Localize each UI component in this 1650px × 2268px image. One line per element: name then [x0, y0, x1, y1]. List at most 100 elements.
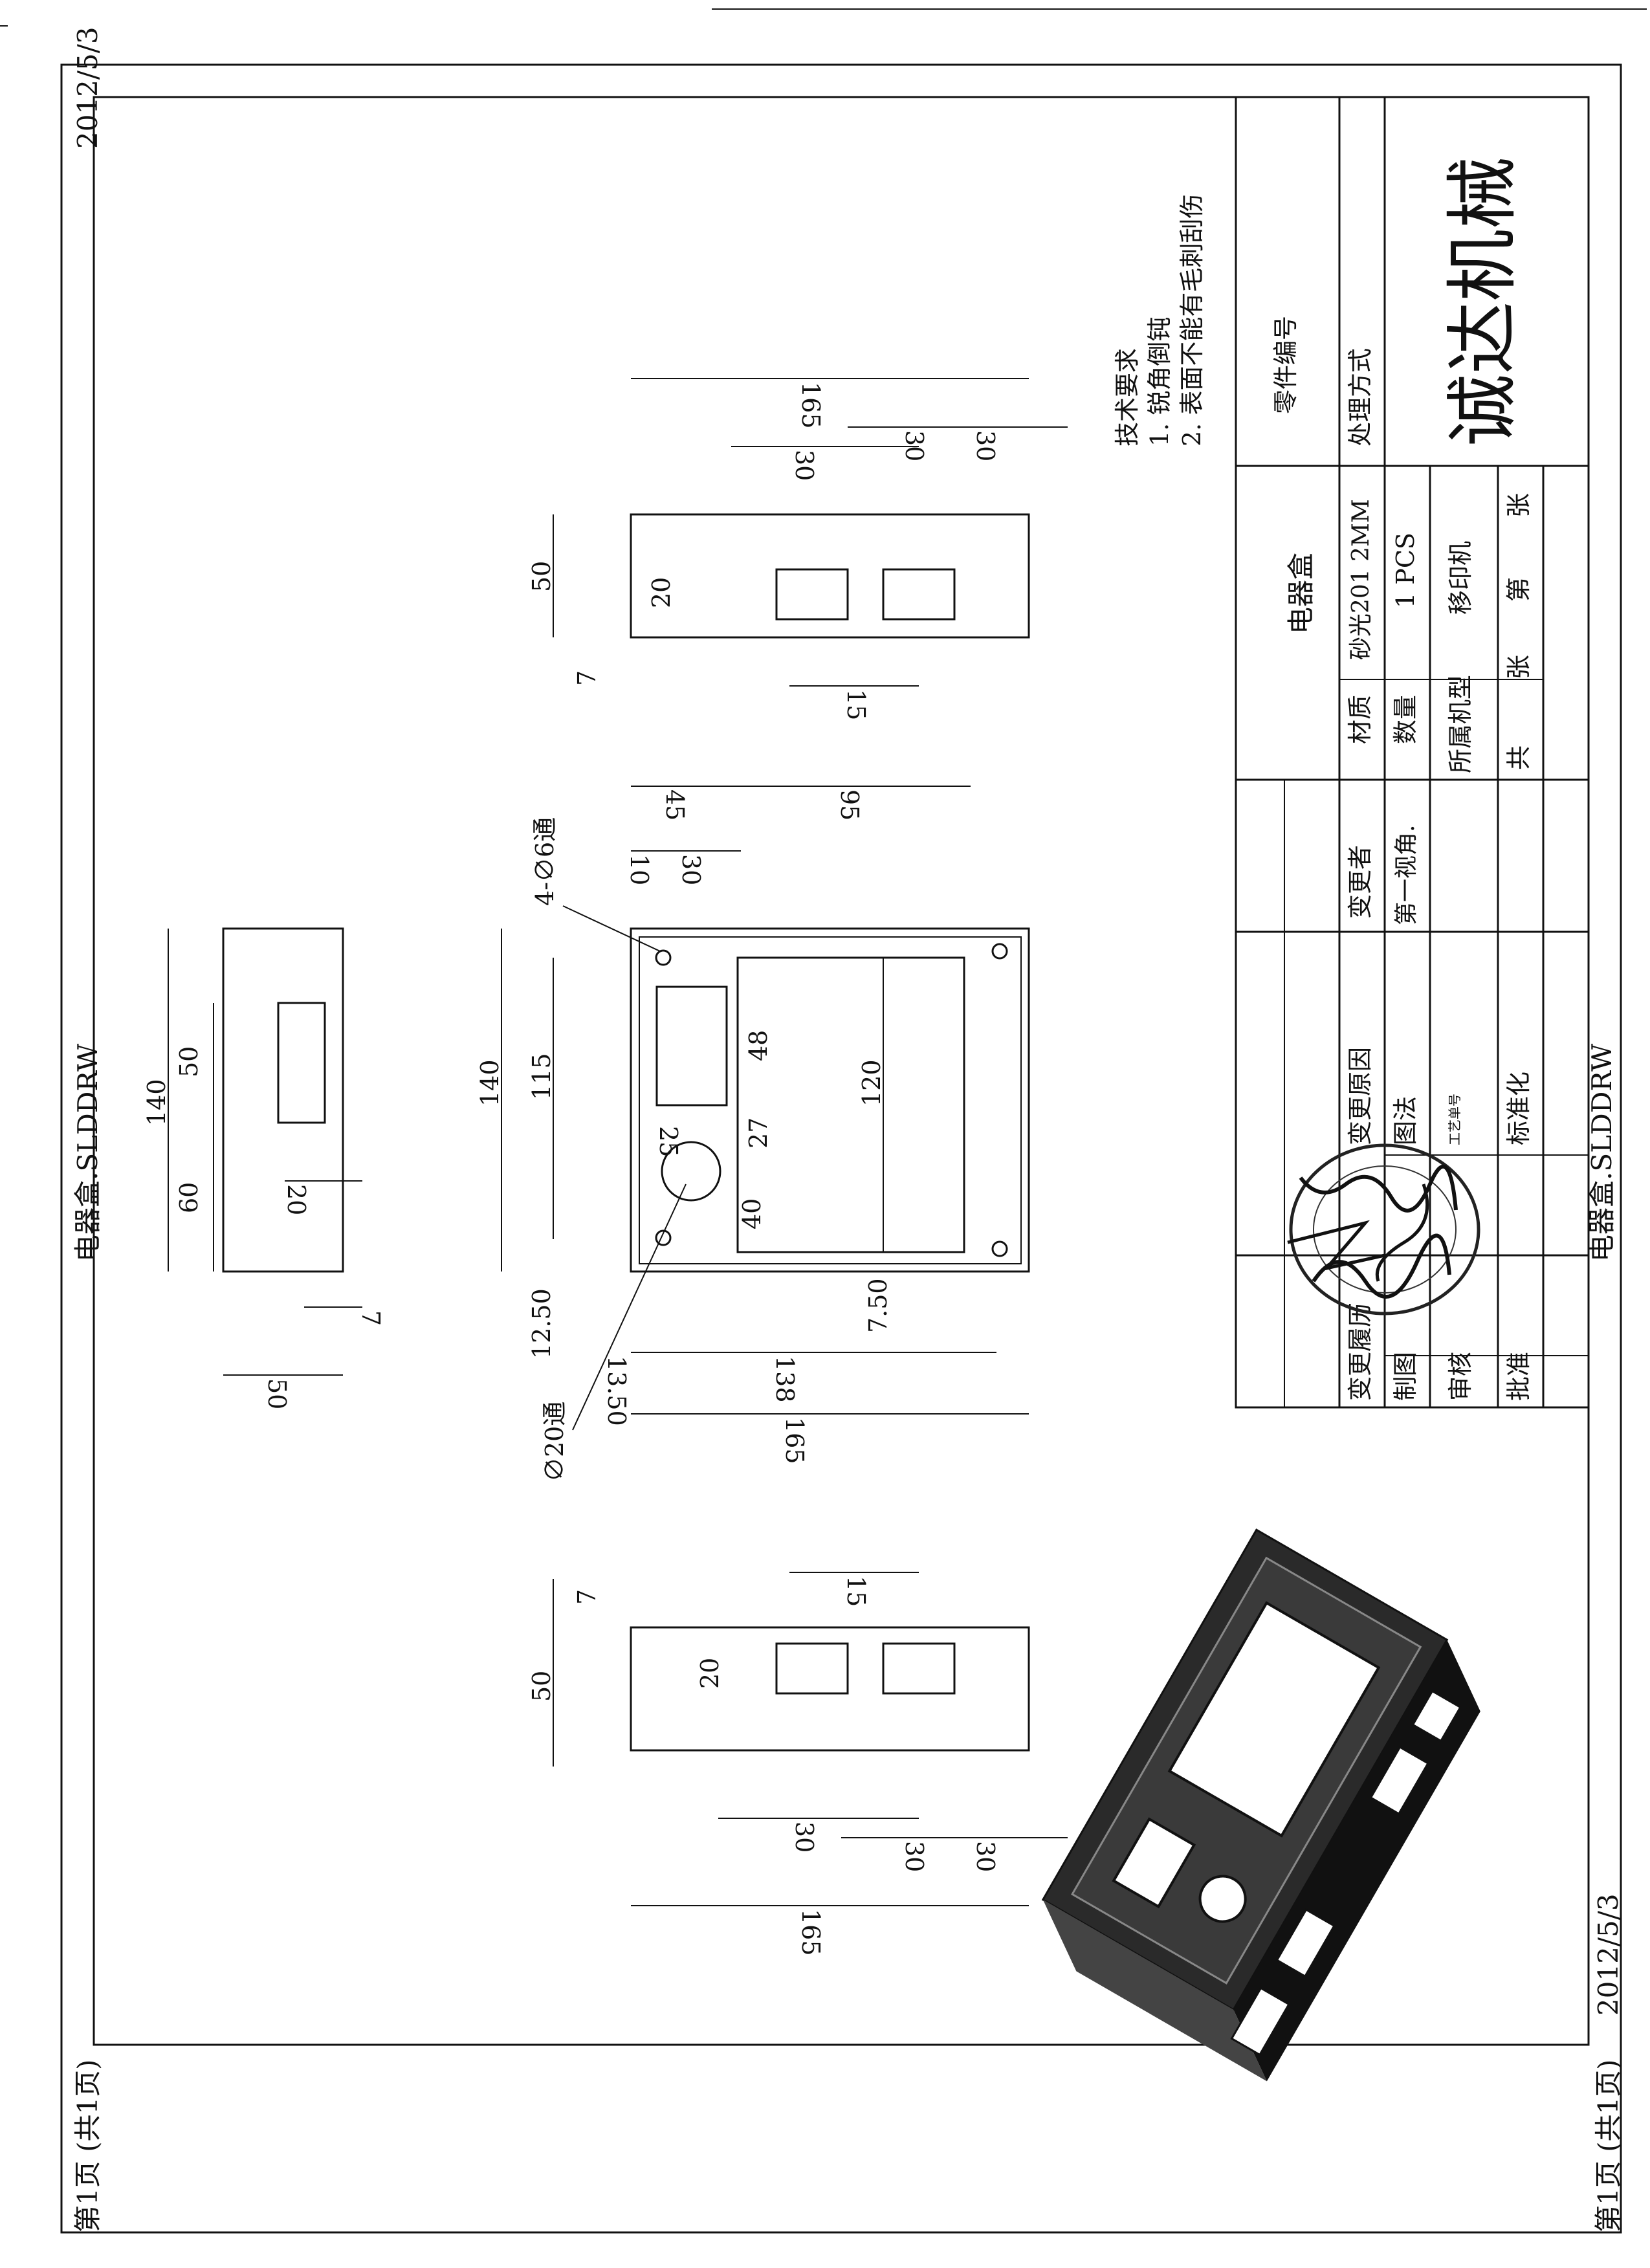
- dim-50: 50: [175, 1046, 203, 1077]
- callout-big-hole: ∅20通: [540, 1402, 569, 1482]
- dim-bottom-50: 50: [527, 1671, 556, 1702]
- callout-holes: 4-∅6通: [531, 817, 559, 906]
- dim-front-25: 25: [654, 1126, 683, 1157]
- dim-front-120: 120: [857, 1059, 886, 1106]
- front-view: 140 115 120 48 27 40 25 12.50 13.50 7.50…: [476, 786, 1030, 1482]
- dim-bottom-30b: 30: [900, 1841, 929, 1872]
- part-name: 电器盒: [1285, 553, 1317, 634]
- dim-right-30a: 30: [790, 450, 819, 481]
- dim-front-165: 165: [780, 1417, 809, 1464]
- tech-req-title: 技术要求: [1113, 348, 1141, 446]
- tech-requirements: 技术要求 1. 锐角倒钝 2. 表面不能有毛刺刮伤: [1113, 194, 1206, 446]
- dim-front-140: 140: [476, 1059, 504, 1106]
- dim-front-48: 48: [744, 1030, 773, 1061]
- sheet-no: 第: [1504, 577, 1533, 602]
- dim-right-165: 165: [797, 382, 825, 429]
- drawn: 制图: [1391, 1352, 1420, 1401]
- dim-20: 20: [282, 1184, 311, 1215]
- page-label-bottom: 第1页 (共1页): [1592, 2059, 1624, 2232]
- dim-right-7: 7: [573, 670, 601, 686]
- left-view-cutout: [277, 1002, 326, 1124]
- dim-right-20: 20: [647, 577, 676, 608]
- dim-right-50: 50: [527, 561, 556, 592]
- file-name-bottom: 电器盒.SLDDRW: [1586, 1043, 1618, 1262]
- dim-bottom-30a: 30: [790, 1822, 819, 1853]
- big-hole: [661, 1141, 721, 1202]
- dim-right-15: 15: [842, 689, 870, 720]
- title-block: 电器盒 零件编号 材质 砂光201 2MM 处理方式 数量 1 PCS 所属机型…: [1235, 96, 1590, 1409]
- front-view-outline: [630, 927, 1030, 1273]
- dim-front-27: 27: [744, 1117, 773, 1149]
- dim-right-30b: 30: [900, 430, 929, 461]
- change-history: 变更履历: [1346, 1303, 1374, 1401]
- date-bottom-right: 2012/5/3: [1592, 1893, 1624, 2016]
- title-block-frame: [1235, 96, 1590, 1409]
- dim-front-45: 45: [661, 789, 689, 820]
- sheet-total: 共: [1504, 745, 1533, 770]
- approved: 批准: [1504, 1352, 1533, 1401]
- file-name-top: 电器盒.SLDDRW: [72, 1043, 104, 1262]
- qty-value: 1 PCS: [1391, 533, 1420, 608]
- dim-bottom-165: 165: [797, 1909, 825, 1956]
- dim-front-40: 40: [738, 1198, 766, 1229]
- company-name: 诚达机械: [1441, 157, 1525, 446]
- right-side-view: 165 30 30 30 50 20 7 15: [527, 378, 1068, 720]
- dim-front-95: 95: [835, 789, 864, 820]
- dim-right-30c: 30: [971, 430, 1000, 461]
- dim-front-30: 30: [677, 854, 705, 885]
- left-view-outline: [222, 927, 344, 1273]
- model-label: 所属机型: [1446, 675, 1475, 773]
- front-view-inner-outline: [639, 936, 1022, 1264]
- dim-front-7-50: 7.50: [864, 1278, 892, 1333]
- dim-front-115: 115: [527, 1053, 556, 1100]
- dim-front-13-50: 13.50: [602, 1356, 631, 1426]
- dim-bottom-30c: 30: [971, 1841, 1000, 1872]
- material-value: 砂光201 2MM: [1348, 499, 1374, 660]
- outer-border: [60, 63, 1622, 2234]
- dim-bottom-7: 7: [573, 1589, 601, 1605]
- sheet-unit-1: 张: [1504, 655, 1533, 679]
- model-value: 移印机: [1446, 541, 1475, 615]
- dim-50-bottom: 50: [263, 1378, 291, 1409]
- bottom-side-view: 50 7 20 15 30 30 30 165: [527, 1572, 1068, 1956]
- date-top-left: 2012/5/3: [72, 27, 104, 149]
- material-label: 材质: [1346, 695, 1374, 744]
- dim-140: 140: [142, 1079, 171, 1126]
- dim-60: 60: [175, 1182, 203, 1213]
- method-value: 第一视角.: [1393, 825, 1420, 925]
- tech-req-item-1: 1. 锐角倒钝: [1145, 317, 1174, 446]
- dim-front-12-50: 12.50: [527, 1288, 556, 1359]
- tech-req-item-2: 2. 表面不能有毛刺刮伤: [1178, 194, 1206, 446]
- dim-bottom-15: 15: [842, 1576, 870, 1607]
- approval-stamp: [1287, 1143, 1480, 1316]
- mount-hole-3: [991, 943, 1008, 960]
- standardized: 标准化: [1504, 1072, 1533, 1145]
- treatment-label: 处理方式: [1346, 348, 1374, 446]
- sheet-unit-2: 张: [1504, 493, 1533, 518]
- bottom-view-cutout-2: [882, 1642, 956, 1695]
- isometric-view: [1041, 1528, 1480, 2082]
- right-view-cutout-1: [775, 568, 849, 621]
- changer: 变更者: [1346, 845, 1374, 919]
- qty-label: 数量: [1391, 695, 1420, 744]
- process-no: 工艺单号: [1447, 1094, 1462, 1145]
- right-view-outline: [630, 513, 1030, 639]
- mount-hole-4: [991, 1240, 1008, 1257]
- checked: 审核: [1446, 1352, 1475, 1401]
- change-reason: 变更原因: [1346, 1047, 1374, 1145]
- bottom-view-outline: [630, 1626, 1030, 1752]
- left-side-view: 140 50 60 20 7 50: [142, 927, 385, 1409]
- leader-big-hole: [572, 1184, 687, 1431]
- mount-hole-1: [655, 949, 672, 966]
- large-window: [736, 956, 965, 1253]
- dim-front-138: 138: [771, 1356, 799, 1403]
- dim-bottom-20: 20: [696, 1658, 724, 1689]
- page-label-top: 第1页 (共1页): [72, 2059, 104, 2232]
- dim-7: 7: [357, 1310, 385, 1326]
- mount-hole-2: [655, 1229, 672, 1246]
- leader-holes: [562, 905, 661, 952]
- method-label: 图法: [1391, 1096, 1420, 1145]
- small-window: [655, 985, 728, 1106]
- part-no-label: 零件编号: [1271, 316, 1300, 414]
